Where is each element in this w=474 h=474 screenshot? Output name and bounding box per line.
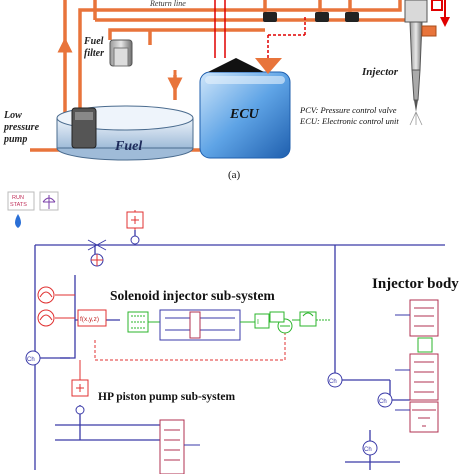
signal-source-2 bbox=[37, 309, 55, 327]
function-block: f(x,y,z) bbox=[77, 309, 107, 327]
low-pressure-pump bbox=[71, 107, 97, 149]
fuel-filter bbox=[109, 39, 133, 67]
fluid-properties-icon bbox=[15, 214, 21, 228]
svg-text:f(x,y,z): f(x,y,z) bbox=[80, 316, 99, 323]
connector-ch-3: Ch bbox=[327, 372, 343, 388]
ecu-unit bbox=[199, 58, 291, 159]
injector-label: Injector bbox=[361, 66, 399, 78]
ecu-legend: ECU: Electronic control unit bbox=[299, 116, 399, 126]
fuel-label: Fuel bbox=[114, 139, 142, 154]
ecu-label: ECU bbox=[229, 107, 260, 122]
solenoid-components: I bbox=[127, 309, 330, 341]
connector-ch-5: Ch bbox=[362, 440, 378, 456]
bottom-simulation-model: RUN STATS bbox=[7, 191, 459, 474]
connector-ch-2: Ch bbox=[25, 350, 41, 366]
pressure-control-valves bbox=[263, 12, 359, 22]
figure-caption: (a) bbox=[228, 169, 241, 181]
signal-box bbox=[431, 0, 443, 11]
return-line-label: Return line bbox=[149, 0, 186, 8]
signal-source-1 bbox=[37, 286, 55, 304]
connector-ch-4: Ch bbox=[377, 392, 393, 408]
solenoid-subsystem-title: Solenoid injector sub-system bbox=[110, 288, 276, 303]
hp-pump-components bbox=[71, 379, 200, 474]
connector-cross-1 bbox=[87, 239, 107, 251]
run-stats-icon: RUN STATS bbox=[7, 191, 35, 211]
svg-text:Ch: Ch bbox=[329, 379, 337, 385]
injector-body-components bbox=[395, 299, 439, 433]
hp-pump-subsystem-title: HP piston pump sub-system bbox=[98, 391, 235, 403]
svg-text:I: I bbox=[257, 319, 259, 326]
svg-text:Ch: Ch bbox=[27, 357, 35, 363]
hydraulic-lines bbox=[34, 230, 445, 470]
connector-ch-1 bbox=[90, 253, 104, 267]
pressure-source-top bbox=[126, 211, 144, 245]
pcv-legend: PCV: Pressure control valve bbox=[299, 105, 397, 115]
svg-text:Ch: Ch bbox=[364, 447, 372, 453]
injector-body-title: Injector body bbox=[372, 276, 459, 292]
signal-lines bbox=[214, 0, 306, 58]
svg-text:Ch: Ch bbox=[379, 399, 387, 405]
injector bbox=[404, 0, 437, 126]
svg-text:RUN: RUN bbox=[12, 195, 24, 201]
solver-settings-icon bbox=[39, 191, 59, 211]
svg-text:STATS: STATS bbox=[10, 202, 27, 208]
